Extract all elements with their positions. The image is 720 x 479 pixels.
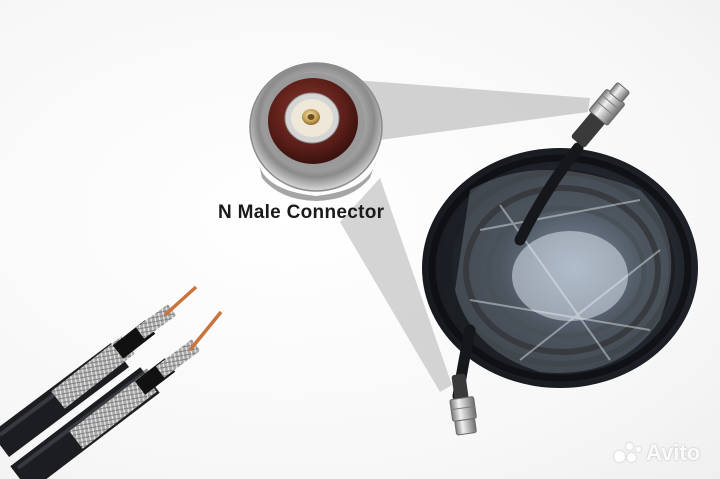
n-connector-bottom <box>449 373 477 436</box>
zoom-cone-top <box>355 80 590 140</box>
stripped-coax-cables <box>0 285 223 479</box>
n-connector-top <box>571 82 630 148</box>
connector-closeup <box>249 62 383 201</box>
watermark-text: Avito <box>646 440 701 465</box>
connector-caption: N Male Connector <box>218 202 385 223</box>
zoom-cone-bottom <box>340 178 452 392</box>
coiled-cable <box>422 142 698 402</box>
avito-dots-icon <box>612 441 642 465</box>
avito-watermark: Avito <box>612 440 700 466</box>
